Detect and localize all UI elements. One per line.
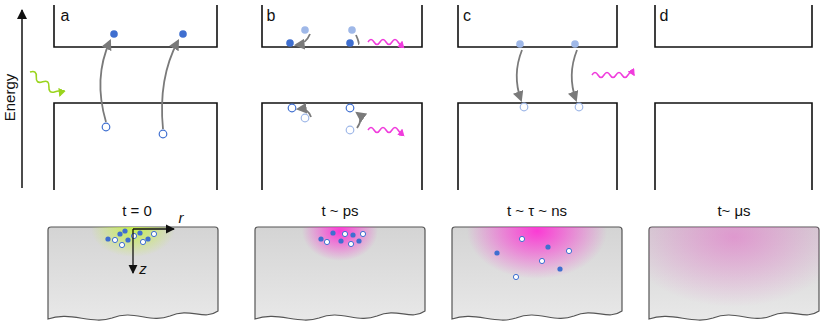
excitation-part <box>179 30 187 38</box>
sample-b-part <box>338 238 343 243</box>
sample-b-part <box>342 231 347 236</box>
sample-d-part <box>624 167 835 307</box>
panel-letter: c <box>463 8 471 24</box>
recombination-part <box>575 103 583 111</box>
sample-a-part-part <box>117 231 122 236</box>
sample-c-part <box>494 250 499 255</box>
energy-axis <box>21 10 23 188</box>
excitation-part <box>159 130 167 138</box>
thermalization-part <box>348 26 356 34</box>
recombination-part <box>592 73 634 78</box>
band-edges-part <box>262 103 422 190</box>
sample-b-part <box>330 230 335 235</box>
thermalization-part <box>296 34 310 45</box>
sample-b-part-part <box>302 201 378 261</box>
recombination <box>516 40 634 111</box>
sample-a <box>48 201 218 320</box>
recombination-part <box>517 50 522 100</box>
sample-c-part <box>467 183 607 279</box>
excitation-part <box>100 41 110 122</box>
thermalization-part <box>368 128 402 133</box>
thermalization-part <box>346 126 354 134</box>
band-edges-part <box>458 103 617 190</box>
sample-b-part <box>302 201 378 261</box>
sample-c-part <box>566 248 571 253</box>
excitation <box>28 30 187 138</box>
sample-d-part-part <box>624 167 835 307</box>
sample-a-part-part <box>105 236 110 241</box>
thermalization-part <box>286 39 294 47</box>
sample-b-part <box>350 232 355 237</box>
thermalization-part <box>346 39 354 47</box>
sample-c-part <box>519 236 524 241</box>
thermalization-part <box>346 104 354 112</box>
sample-b-part <box>360 231 365 236</box>
sample-b-part <box>324 239 329 244</box>
recombination-part <box>572 50 577 100</box>
sample-c-part <box>557 266 562 271</box>
sample-a-part-part <box>119 242 124 247</box>
sample-a-part <box>48 227 218 320</box>
time-label: t ~ τ ~ ns <box>507 203 567 218</box>
excitation-part <box>110 30 118 38</box>
band-edges-part <box>54 103 217 190</box>
sample-a-part-part <box>112 237 117 242</box>
recombination-part <box>571 40 579 48</box>
sample-c-part-part <box>467 183 607 279</box>
sample-c <box>452 183 622 320</box>
sample-b-part <box>348 241 353 246</box>
sample-b <box>255 201 425 320</box>
band-edges <box>54 5 812 190</box>
thermalization-part <box>298 109 311 117</box>
sample-a-part-part <box>140 239 145 244</box>
thermalization-part <box>368 40 402 45</box>
sample-a-part-part <box>131 233 136 238</box>
thermalization-part <box>288 104 296 112</box>
sample-a-part-part <box>151 231 156 236</box>
sample-a-part <box>133 228 174 229</box>
thermalization-part <box>301 26 309 34</box>
thermalization <box>286 26 402 134</box>
sample-a-part-part <box>122 228 127 233</box>
sample-c-part <box>539 258 544 263</box>
panel-letter: a <box>61 8 70 24</box>
sample-a-part-part <box>145 236 150 241</box>
axis-label: r <box>179 210 184 225</box>
sample-b-part <box>318 236 323 241</box>
thermalization-part <box>301 114 309 122</box>
thermalization-part <box>357 113 361 128</box>
axis-label: z <box>139 261 147 276</box>
sample-a-part-part <box>125 237 130 242</box>
time-label: t = 0 <box>122 203 152 218</box>
panel-letter: b <box>267 8 276 24</box>
band-edges-part <box>655 5 812 47</box>
time-label: t ~ ps <box>321 203 358 218</box>
thermalization-part <box>356 35 359 44</box>
sample-a-part <box>132 229 133 273</box>
recombination-part <box>520 103 528 111</box>
excitation-part <box>102 123 110 131</box>
sample-b-part <box>356 238 361 243</box>
axis-label: Energy <box>3 73 18 121</box>
band-edges-part <box>458 5 617 47</box>
sample-c-part <box>513 274 518 279</box>
band-edges-part <box>655 103 812 190</box>
sample-a-part-part <box>137 230 142 235</box>
excitation-part <box>162 41 178 129</box>
sample-c-part <box>545 244 550 249</box>
sample-a-part <box>105 228 156 247</box>
recombination-part <box>516 40 524 48</box>
sample-b-part <box>255 227 425 320</box>
band-edges-part <box>54 5 217 47</box>
time-label: t~ μs <box>717 203 750 218</box>
panel-letter: d <box>660 8 669 24</box>
band-edges-part <box>262 5 422 47</box>
excitation-part <box>28 70 62 98</box>
sample-d <box>624 167 835 320</box>
